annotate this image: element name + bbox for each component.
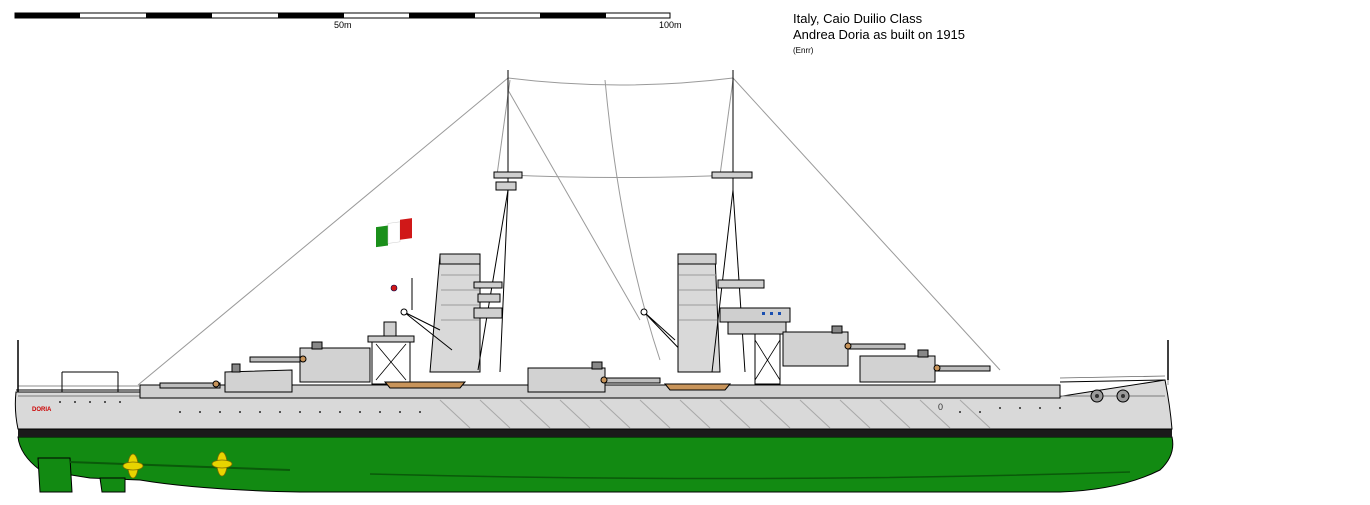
rudder: [37, 457, 73, 493]
flag-icon: [376, 218, 413, 310]
turret-midship: [527, 361, 661, 393]
aft-tower: [367, 321, 415, 385]
turret-fwd-low: [859, 349, 991, 383]
turret-fwd-high: [782, 325, 906, 367]
title-class: Italy, Caio Duilio Class: [793, 11, 923, 26]
turret-aft-high: [249, 341, 371, 383]
scale-label-50m: 50m: [334, 20, 352, 30]
propeller-icon: [122, 451, 233, 479]
main-mast-aft: [473, 70, 523, 373]
fore-mast: [711, 70, 791, 385]
underwater-hull: [17, 436, 1174, 493]
title-ship: Andrea Doria as built on 1915: [793, 27, 966, 42]
rigging: [17, 77, 1169, 390]
draft-mark: 0: [938, 402, 943, 412]
anchor-icon: [1090, 389, 1130, 403]
author-credit: (Enrr): [793, 46, 814, 55]
scale-label-100m: 100m: [659, 20, 682, 30]
boat-fwd: [663, 383, 732, 391]
boot-topping: [18, 429, 1172, 437]
turret-aft-low: [159, 363, 293, 393]
boat-aft: [383, 381, 467, 389]
hull: [14, 379, 1173, 430]
hull-name: DORIA: [32, 407, 52, 413]
title-block: Italy, Caio Duilio Class Andrea Doria as…: [793, 11, 965, 58]
scale-bar-icon: [14, 12, 671, 19]
fore-funnel: [677, 253, 721, 373]
portholes: [59, 401, 1061, 413]
shaft-skeg: [99, 477, 126, 493]
aft-funnel: [429, 253, 481, 373]
